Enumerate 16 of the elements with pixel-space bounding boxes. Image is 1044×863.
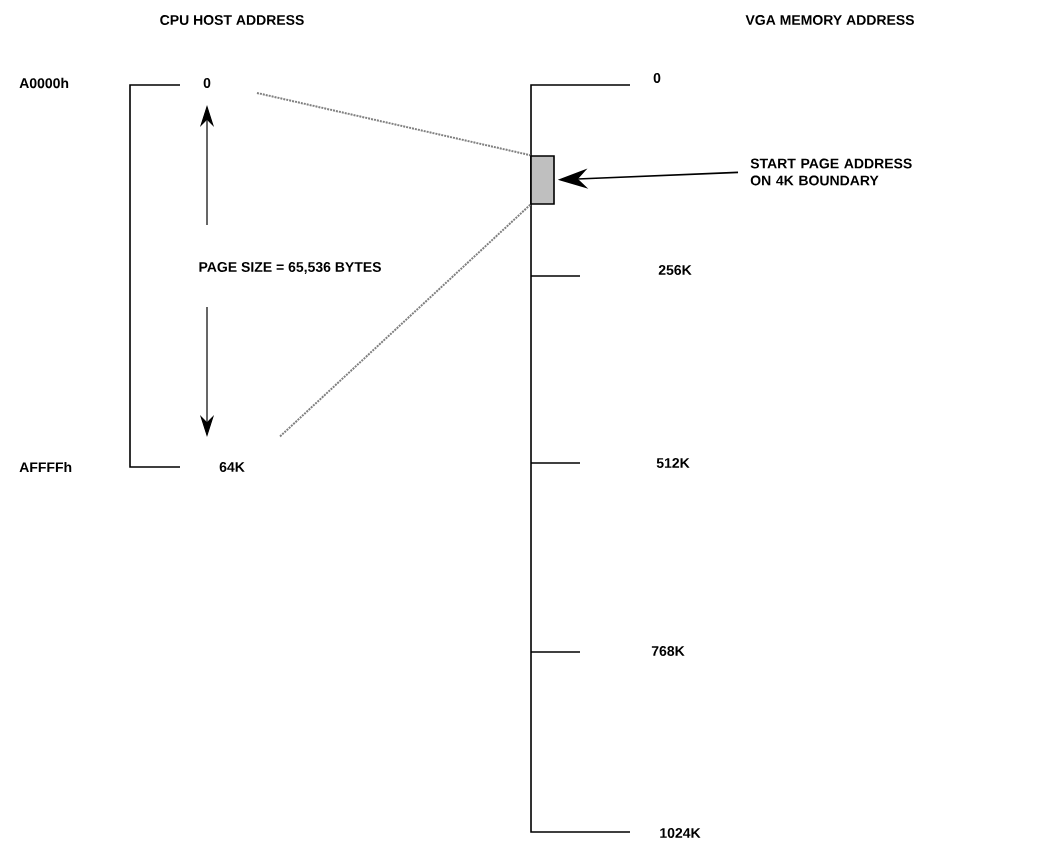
label: 256K	[658, 265, 692, 275]
label: 512K	[656, 458, 690, 468]
label: 0	[653, 73, 661, 83]
label: AFFFFh	[19, 461, 72, 473]
dotted-line	[255, 92, 532, 157]
heading: VGA MEMORY ADDRESS	[745, 15, 914, 25]
address-label: 64K	[219, 462, 245, 472]
page-box	[530, 155, 555, 205]
label: A0000h	[19, 77, 69, 89]
dotted-line	[279, 203, 532, 438]
label: 768K	[651, 646, 685, 656]
label: PAGE SIZE = 65,536 BYTES	[199, 262, 381, 274]
label: 1024K	[660, 828, 701, 838]
address-label: 0	[203, 78, 211, 88]
address-label: START PAGE ADDRESS ON 4K BOUNDARY	[750, 158, 912, 186]
heading: CPU HOST ADDRESS	[160, 15, 304, 25]
